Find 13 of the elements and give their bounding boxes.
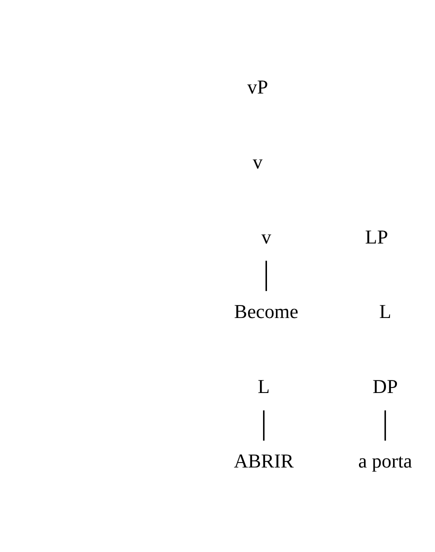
node-text: L: [258, 376, 270, 398]
connector: [384, 410, 386, 441]
node-text: Become: [234, 302, 298, 324]
node-text: vP: [247, 78, 268, 99]
connector: [263, 410, 265, 441]
node-text: LP: [365, 227, 388, 248]
node-text: v: [261, 227, 272, 248]
node-text: ABRIR: [234, 452, 294, 473]
node-text: a porta: [358, 452, 412, 473]
node-text: v: [252, 152, 263, 174]
connector: [266, 260, 267, 292]
node-text: L: [379, 302, 392, 324]
node-text: DP: [372, 376, 398, 398]
